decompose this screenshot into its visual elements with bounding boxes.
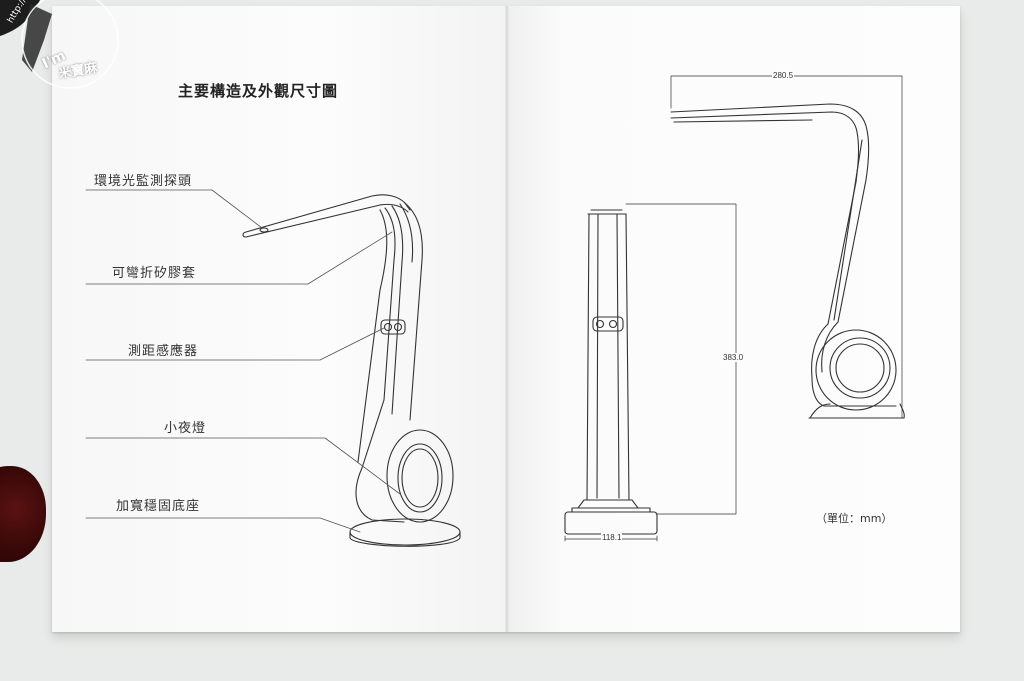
- right-page: [507, 6, 960, 632]
- callout-distance-sensor: 測距感應器: [128, 344, 199, 359]
- dimension-height-label: 383.0: [722, 353, 745, 362]
- watermark-ring-icon: [0, 0, 119, 89]
- left-page: [52, 6, 507, 632]
- lamp-side-view-drawing: [670, 75, 905, 419]
- callout-night-light: 小夜燈: [164, 421, 207, 436]
- watermark-stamp: http://blog.pixnet.net/winnie3000 I'm 米寶…: [0, 0, 140, 110]
- dimension-width-label: 280.5: [772, 71, 795, 80]
- callout-bendable-silicone-sleeve: 可彎折矽膠套: [112, 266, 197, 281]
- lamp-front-view-drawing: [564, 203, 737, 542]
- page-title: 主要構造及外觀尺寸圖: [178, 82, 339, 100]
- instruction-booklet: [52, 6, 960, 632]
- callout-leaders: [85, 189, 401, 533]
- callout-ambient-light-sensor: 環境光監測探頭: [94, 174, 193, 189]
- dimension-base-label: 118.1: [601, 533, 623, 542]
- unit-note: （單位：mm）: [816, 512, 893, 525]
- callout-wide-stable-base: 加寬穩固底座: [116, 499, 201, 514]
- lamp-perspective-drawing: [242, 194, 461, 547]
- page-fold: [505, 6, 509, 632]
